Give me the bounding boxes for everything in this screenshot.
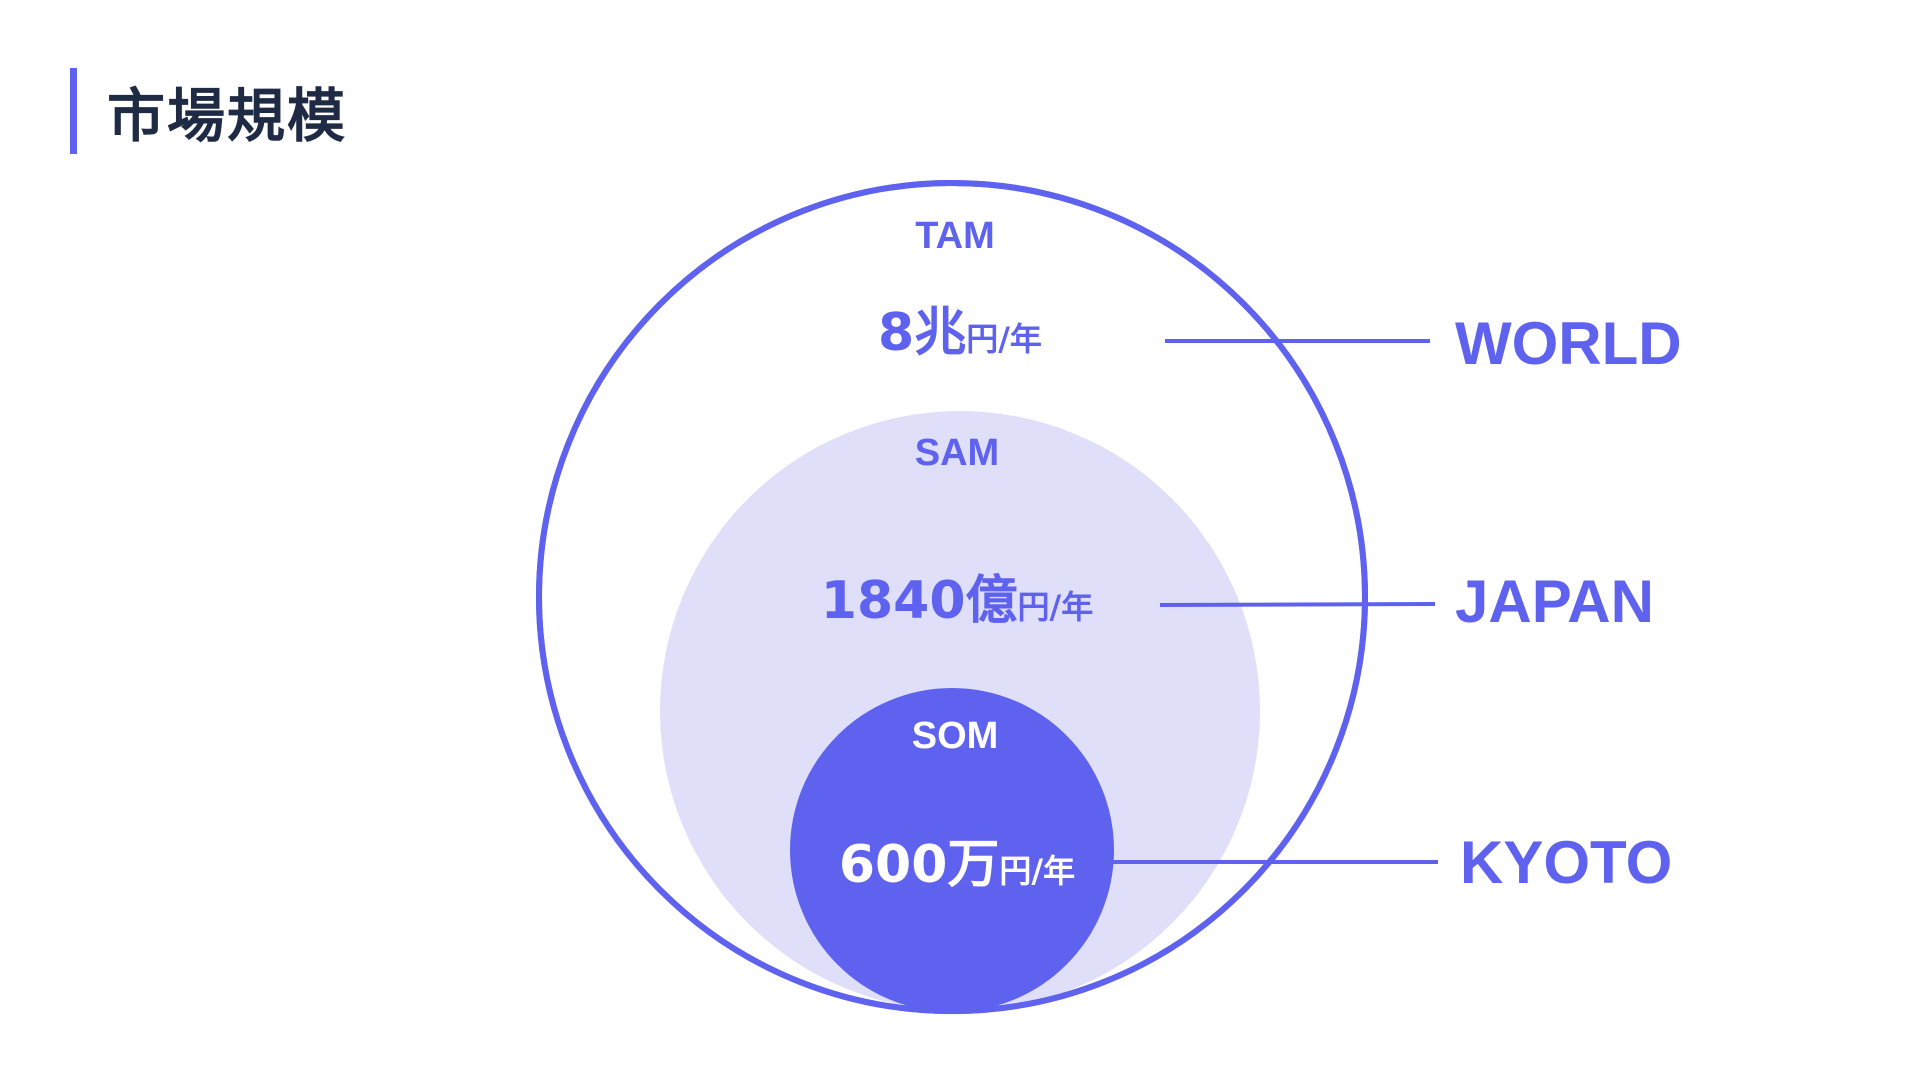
- tam-amount: 8兆: [878, 303, 966, 363]
- sam-label: SAM: [915, 432, 999, 474]
- page-header: 市場規模: [70, 68, 347, 154]
- title-accent-bar: [70, 68, 77, 154]
- sam-region-label: JAPAN: [1455, 568, 1654, 635]
- sam-unit: 円/年: [1018, 588, 1094, 626]
- som-unit: 円/年: [999, 852, 1075, 890]
- som-label: SOM: [912, 715, 999, 757]
- tam-region-label: WORLD: [1455, 310, 1682, 377]
- sam-connector-line: [1159, 602, 1436, 607]
- sam-value: 1840億円/年: [821, 571, 1093, 631]
- som-amount: 600万: [839, 835, 1000, 895]
- tam-unit: 円/年: [966, 320, 1042, 358]
- tam-label: TAM: [915, 215, 995, 257]
- som-region-label: KYOTO: [1460, 829, 1672, 896]
- page-title: 市場規模: [107, 82, 348, 150]
- sam-amount: 1840億: [821, 571, 1018, 631]
- som-value: 600万円/年: [839, 835, 1075, 895]
- som-circle: [790, 688, 1114, 1012]
- tam-value: 8兆円/年: [878, 303, 1042, 363]
- tam-circle-outline: [536, 180, 1368, 1014]
